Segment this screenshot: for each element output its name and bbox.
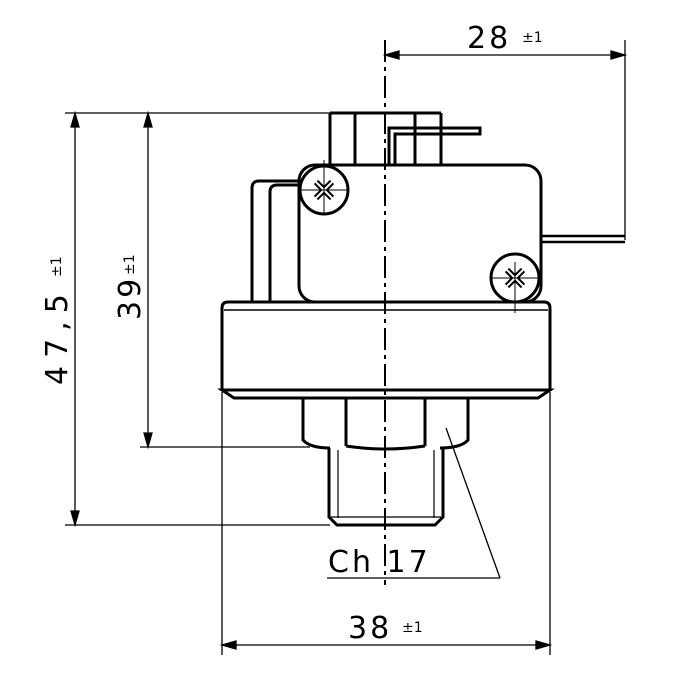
dim-47-5-value: 47,5 — [40, 286, 75, 385]
dimension-47-5 — [65, 110, 330, 528]
hex-nut — [301, 398, 470, 451]
dim-28-value: 28 — [467, 21, 511, 56]
threaded-fitting — [327, 448, 445, 527]
mounting-bracket — [250, 179, 300, 302]
screw-top-left-icon — [298, 160, 350, 216]
base-housing — [217, 300, 555, 400]
dimension-38 — [219, 392, 553, 655]
screw-bottom-right-icon — [489, 252, 541, 313]
dimension-28 — [382, 40, 628, 240]
dim-28-tol: ±1 — [522, 30, 543, 46]
dim-38-value: 38 — [348, 611, 392, 646]
dim-39-value: 39 — [113, 276, 148, 320]
hex-size-label: Ch 17 — [328, 545, 431, 580]
side-terminal — [541, 234, 625, 244]
dim-39-tol: ±1 — [122, 254, 138, 275]
hex-leader-line — [327, 427, 501, 579]
dim-38-tol: ±1 — [402, 620, 423, 636]
dimension-39 — [140, 110, 310, 450]
dim-47-5-tol: ±1 — [49, 256, 65, 277]
terminal-block — [328, 111, 482, 165]
